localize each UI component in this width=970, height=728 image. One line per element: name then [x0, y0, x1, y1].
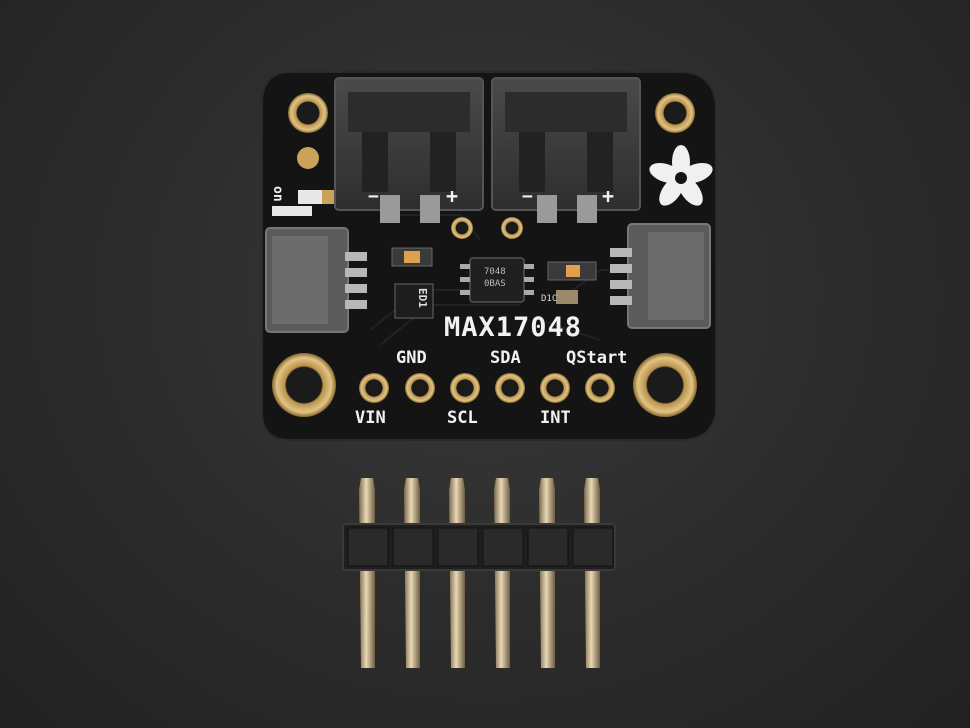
mounting-hole-bottom-right [633, 353, 697, 417]
battery-connector-left [334, 77, 484, 223]
stemma-connector-right [610, 223, 711, 329]
stemma-connector-left [265, 227, 367, 333]
pad-sda [495, 373, 525, 403]
chip-name-label: MAX17048 [444, 312, 583, 343]
battery-connector-right [491, 77, 641, 223]
mounting-hole-top-left [288, 93, 328, 133]
mounting-hole-top-right [655, 93, 695, 133]
pin-label-int: INT [540, 408, 571, 428]
pad-vin [359, 373, 389, 403]
polarity-right-plus: + [602, 184, 615, 208]
pin-label-qstart: QStart [566, 348, 628, 368]
polarity-left-plus: + [446, 184, 459, 208]
polarity-left-minus: − [368, 186, 379, 207]
led-marking: ED1 [416, 288, 429, 308]
breakout-pads [359, 373, 615, 403]
connector-pads [451, 217, 523, 239]
pin-label-vin: VIN [355, 408, 386, 428]
pad-scl [450, 373, 480, 403]
header-pin-5 [539, 478, 555, 668]
pin-label-scl: SCL [447, 408, 478, 428]
fuel-gauge-ic [460, 257, 534, 303]
header-pin-4 [494, 478, 510, 668]
polarity-right-minus: − [522, 186, 533, 207]
header-pin-1 [359, 478, 375, 668]
ic-marking-line1: 7048 [484, 267, 506, 277]
pin-label-gnd: GND [396, 348, 427, 368]
flower-logo [649, 145, 713, 206]
smd-components [272, 190, 597, 319]
ic-marking-line2: 0BAS [484, 279, 506, 289]
pin-header [342, 478, 616, 668]
header-pin-6 [584, 478, 600, 668]
pin-label-sda: SDA [490, 348, 521, 368]
small-component-marking: D1C [541, 294, 558, 304]
header-pin-3 [449, 478, 465, 668]
side-marking: on [270, 186, 285, 202]
pad-gnd [405, 373, 435, 403]
header-plastic-base [342, 523, 616, 571]
test-pad [297, 147, 319, 169]
pad-int [540, 373, 570, 403]
header-pin-2 [404, 478, 420, 668]
pad-qstart [585, 373, 615, 403]
mounting-hole-bottom-left [272, 353, 336, 417]
